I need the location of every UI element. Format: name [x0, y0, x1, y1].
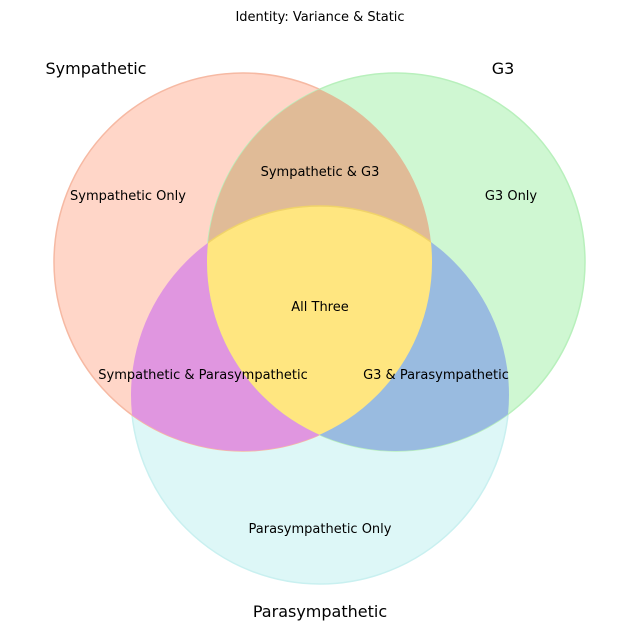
region-all-three [207, 205, 432, 451]
set-label-parasympathetic: Parasympathetic [253, 602, 387, 621]
region-label-sympathetic-parasympathetic: Sympathetic & Parasympathetic [98, 368, 308, 383]
region-label-g3-only: G3 Only [485, 189, 538, 204]
region-label-sympathetic-only: Sympathetic Only [70, 189, 186, 204]
region-label-g3-parasympathetic: G3 & Parasympathetic [363, 368, 509, 383]
chart-title: Identity: Variance & Static [235, 10, 404, 25]
set-label-sympathetic: Sympathetic [46, 59, 147, 78]
set-label-g3: G3 [492, 59, 515, 78]
region-label-all-three: All Three [291, 300, 348, 315]
region-label-sympathetic-g3: Sympathetic & G3 [261, 165, 380, 180]
region-label-parasympathetic-only: Parasympathetic Only [249, 522, 392, 537]
